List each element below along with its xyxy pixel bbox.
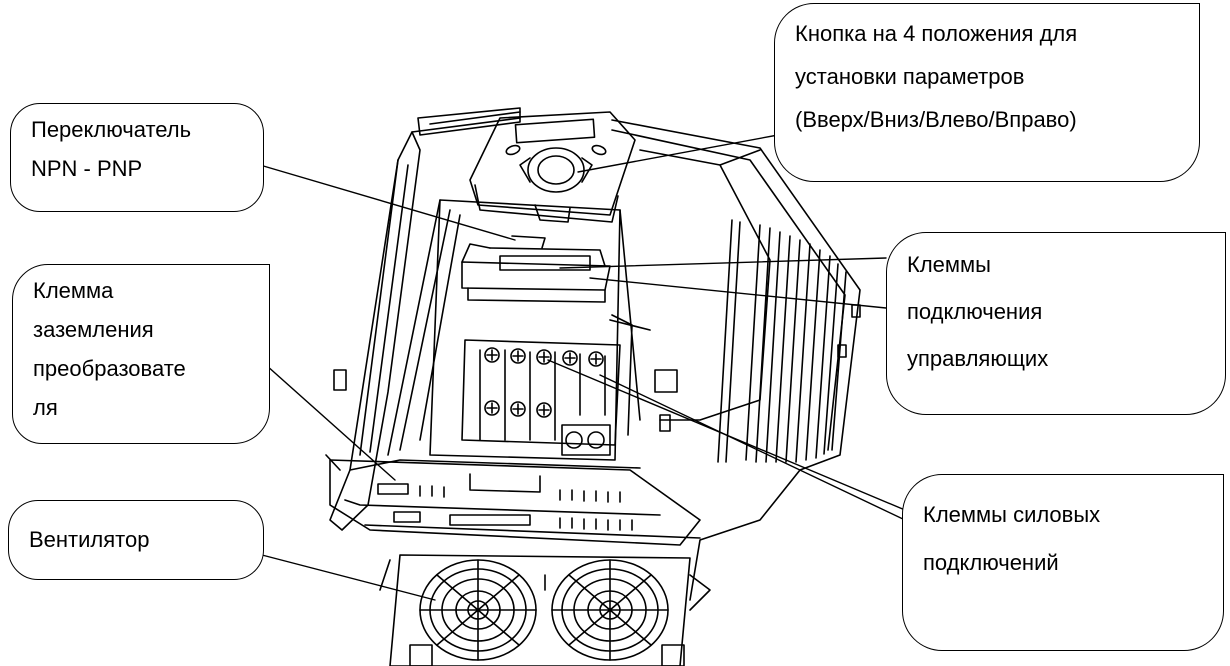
callout-line: установки параметров xyxy=(795,64,1025,89)
control-terminal-block xyxy=(461,235,611,303)
leader-control xyxy=(559,257,887,269)
leader-ground xyxy=(265,364,396,481)
callout-line: подключения xyxy=(907,299,1043,324)
callout-control-terminals: Клеммы подключения управляющих xyxy=(886,232,1226,415)
callout-line: (Вверх/Вниз/Влево/Вправо) xyxy=(795,107,1077,132)
callout-line: Вентилятор xyxy=(29,527,150,552)
callout-line: преобразовате xyxy=(33,356,186,381)
terminal-screws xyxy=(484,347,605,449)
leader-keypad-button xyxy=(577,134,779,173)
side-vent-slots xyxy=(717,219,847,463)
callout-line: Кнопка на 4 положения для xyxy=(795,21,1078,46)
callout-fan: Вентилятор xyxy=(8,500,264,580)
leader-control-2 xyxy=(589,277,887,309)
leader-power-2 xyxy=(599,374,906,521)
callout-line: NPN - PNP xyxy=(31,156,143,181)
four-way-button-icon xyxy=(527,147,585,193)
callout-line: подключений xyxy=(923,550,1059,575)
leader-fan xyxy=(261,554,436,601)
callout-npn-pnp-switch: Переключатель NPN - PNP xyxy=(10,103,264,212)
power-terminal-block xyxy=(461,339,621,456)
leader-lines xyxy=(259,134,906,601)
keypad-unit xyxy=(469,111,636,223)
leader-npn-pnp xyxy=(259,164,516,241)
fan-right-icon xyxy=(551,559,669,661)
callout-keypad-button: Кнопка на 4 положения для установки пара… xyxy=(774,3,1200,182)
callout-line: Клеммы xyxy=(907,252,991,277)
fan-section xyxy=(379,554,711,666)
callout-line: заземления xyxy=(33,317,154,342)
callout-ground-terminal: Клемма заземления преобразовате ля xyxy=(12,264,270,444)
fan-left-icon xyxy=(419,559,537,661)
callout-line: управляющих xyxy=(907,346,1049,371)
callout-power-terminals: Клеммы силовых подключений xyxy=(902,474,1224,651)
callout-line: ля xyxy=(33,395,58,420)
callout-line: Переключатель xyxy=(31,117,192,142)
callout-line: Клемма xyxy=(33,278,114,303)
lower-vent-section xyxy=(325,454,701,546)
callout-line: Клеммы силовых xyxy=(923,502,1101,527)
